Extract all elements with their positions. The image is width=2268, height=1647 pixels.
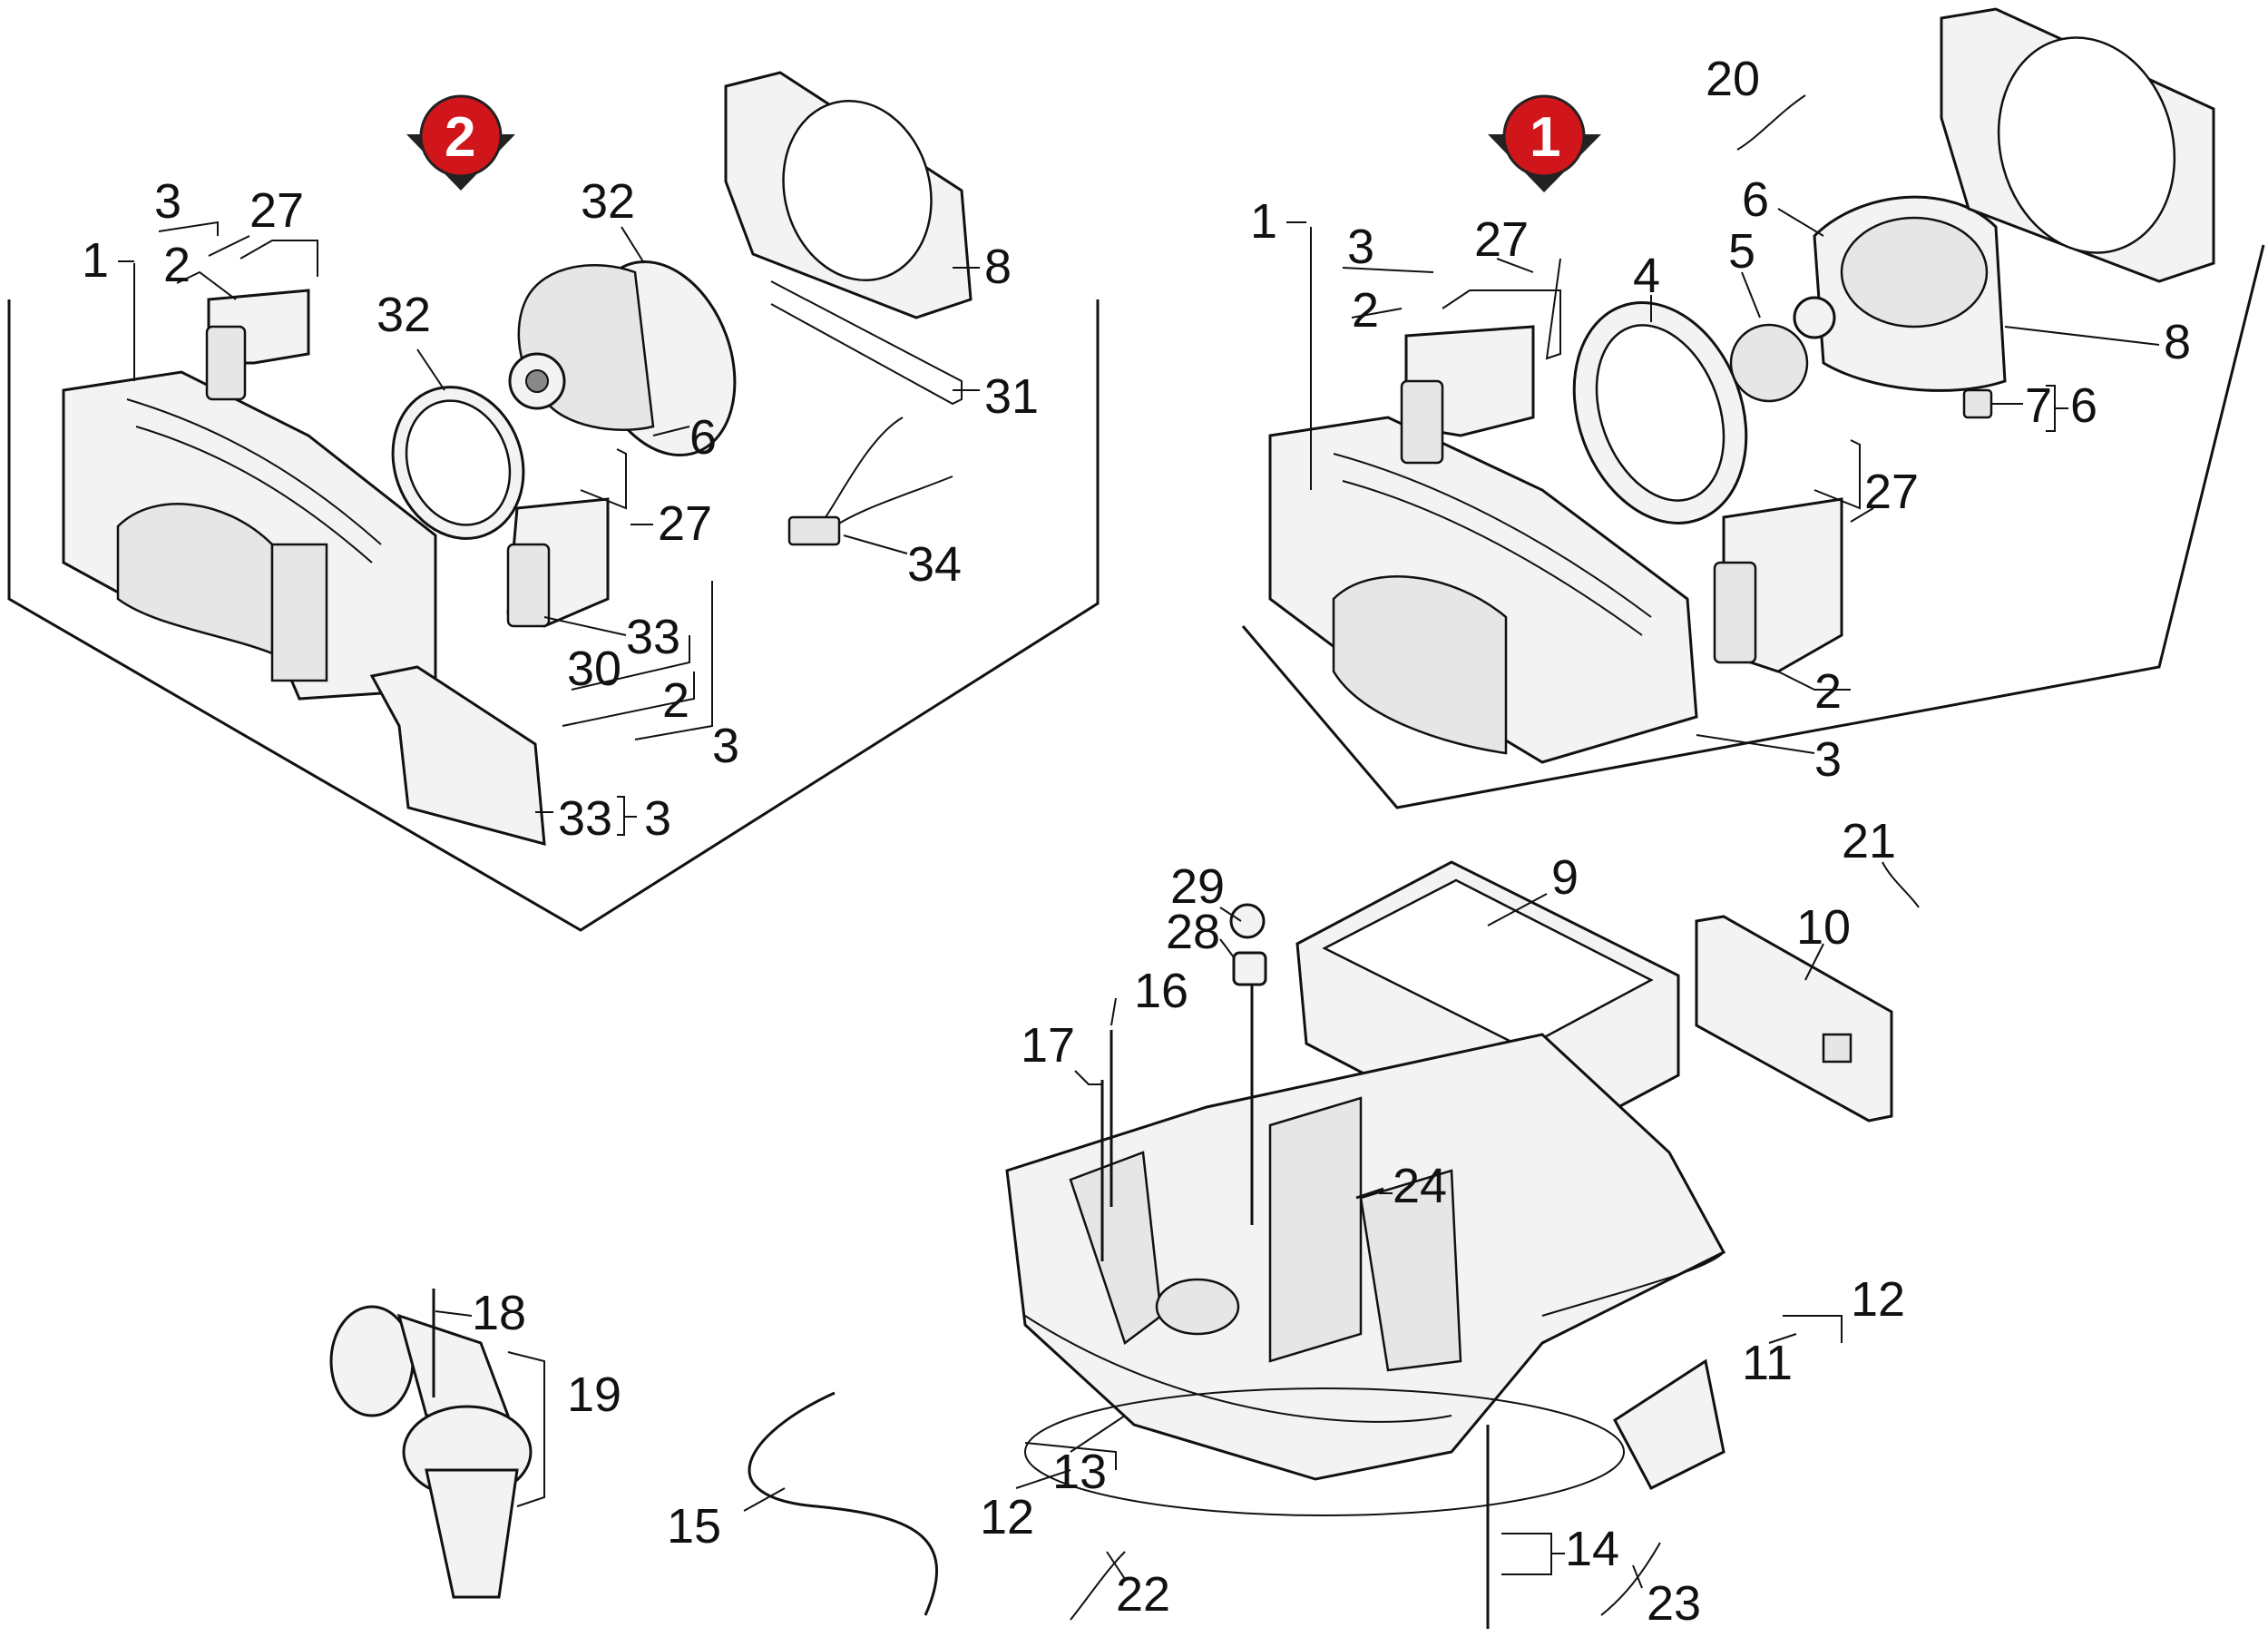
label-8-v1: 8: [2164, 315, 2191, 369]
label-13: 13: [1052, 1445, 1107, 1499]
label-29: 29: [1170, 859, 1225, 914]
base-assembly: 21 9 29 10 28 16 17 24 18 12 19 11 13 12…: [329, 814, 1920, 1631]
label-22: 22: [1116, 1567, 1170, 1622]
cable-20-v1: [1736, 94, 1806, 151]
label-3b-v1: 3: [1814, 732, 1842, 787]
label-28: 28: [1166, 905, 1220, 959]
variant-1-frame: [1241, 244, 2265, 809]
variant-2-labels: 1 3 27 2 32 32 8 31 6 27 34 33 30 2 3 33…: [82, 174, 1039, 846]
label-17: 17: [1021, 1018, 1075, 1073]
clip-27-v1: [1442, 258, 1561, 360]
label-14: 14: [1565, 1522, 1619, 1576]
label-19: 19: [567, 1368, 621, 1422]
label-18: 18: [472, 1286, 526, 1340]
variant-2-leaders: [118, 221, 980, 836]
filter-pad-33-v2: [369, 665, 546, 847]
label-27b-v1: 27: [1864, 465, 1919, 519]
label-9: 9: [1551, 850, 1579, 905]
label-23: 23: [1647, 1576, 1701, 1631]
label-6-v2: 6: [689, 410, 717, 465]
variant-2-frame: [7, 299, 1100, 932]
variant-2-badge-number: 2: [445, 106, 475, 169]
variant-1-badge-number: 1: [1530, 106, 1560, 169]
variant-2-badge: 2: [406, 94, 515, 191]
board-5-v1: [1729, 323, 1809, 403]
label-2-v2: 2: [163, 238, 191, 292]
fan-cover-8-v1: [1940, 7, 2215, 283]
base-leaders: [435, 893, 1843, 1589]
bracket-2-lower-v2: [506, 448, 627, 628]
variant-1-badge: 1: [1488, 94, 1601, 192]
label-24: 24: [1393, 1159, 1447, 1213]
label-3-v1: 3: [1347, 220, 1374, 274]
label-7-v1: 7: [2025, 378, 2052, 433]
label-3-v2: 3: [154, 174, 181, 229]
motor-6-v2: [508, 260, 737, 457]
elbow-19: [329, 1305, 533, 1599]
seal-ring-32-v2: [391, 386, 525, 540]
clip-27-v2: [240, 240, 318, 277]
bracket-2-upper-v1: [1400, 325, 1535, 465]
label-8-v2: 8: [984, 240, 1012, 294]
bracket-2-lower-v1: [1713, 439, 1861, 673]
motor-housing-v1: [1268, 416, 1698, 764]
base-labels: 21 9 29 10 28 16 17 24 18 12 19 11 13 12…: [472, 814, 1905, 1631]
variant-1-labels: 20 1 27 3 4 6 5 2 8 7 6 27 2 3: [1250, 52, 2191, 787]
label-2-v1: 2: [1352, 283, 1379, 338]
label-21: 21: [1842, 814, 1896, 868]
cable-15: [748, 1391, 938, 1616]
label-33b-v2: 33: [558, 791, 612, 846]
container-base: [1005, 1033, 1726, 1516]
label-30-v2: 30: [567, 642, 621, 696]
label-2b-v2: 2: [662, 673, 689, 728]
part-7-v1: [1962, 388, 1993, 419]
cable-23: [1600, 1542, 1661, 1616]
fan-cover-8-v2: [724, 71, 973, 319]
variant-1-section: 1: [1241, 7, 2265, 809]
label-3c-v2: 3: [644, 791, 671, 846]
label-27b-v2: 27: [658, 496, 712, 551]
label-16: 16: [1134, 964, 1188, 1018]
label-27-v2: 27: [249, 183, 304, 238]
bracket-2-upper-v2: [205, 289, 310, 401]
label-10: 10: [1796, 900, 1851, 955]
ring-4-v1: [1572, 301, 1748, 524]
label-6-v1: 6: [1742, 172, 1769, 227]
cable-22: [1070, 1551, 1126, 1621]
label-1-v2: 1: [82, 233, 109, 288]
label-20-v1: 20: [1706, 52, 1760, 106]
label-31-v2: 31: [984, 369, 1039, 424]
label-15: 15: [667, 1499, 721, 1554]
label-12-bottom: 12: [980, 1490, 1034, 1544]
label-12-top: 12: [1851, 1272, 1905, 1327]
label-32-ring-v2: 32: [376, 288, 431, 342]
label-2b-v1: 2: [1814, 664, 1842, 719]
label-5-v1: 5: [1728, 224, 1755, 279]
variant-1-leaders: [1286, 208, 2160, 754]
pin-24: [1355, 1187, 1384, 1200]
cable-21: [1882, 861, 1920, 908]
label-4-v1: 4: [1633, 249, 1660, 303]
control-board-10: [1695, 915, 1893, 1123]
label-6b-v1: 6: [2070, 378, 2097, 433]
motor-6-v1: [1793, 195, 2007, 392]
variant-2-section: 2: [7, 71, 1100, 932]
cable-set-34-v2: [787, 417, 953, 546]
bushing-28: [1232, 951, 1267, 986]
washer-29: [1229, 903, 1266, 939]
cover-11: [1613, 1358, 1725, 1490]
label-33-v2: 33: [626, 610, 680, 664]
label-3b-v2: 3: [712, 719, 739, 773]
label-11: 11: [1742, 1336, 1793, 1390]
bar-31-v2: [770, 280, 963, 406]
label-34-v2: 34: [907, 537, 962, 592]
label-27-v1: 27: [1474, 212, 1529, 267]
label-32-top-v2: 32: [581, 174, 635, 229]
label-1-v1: 1: [1250, 194, 1277, 249]
motor-housing-v2: [62, 370, 437, 701]
